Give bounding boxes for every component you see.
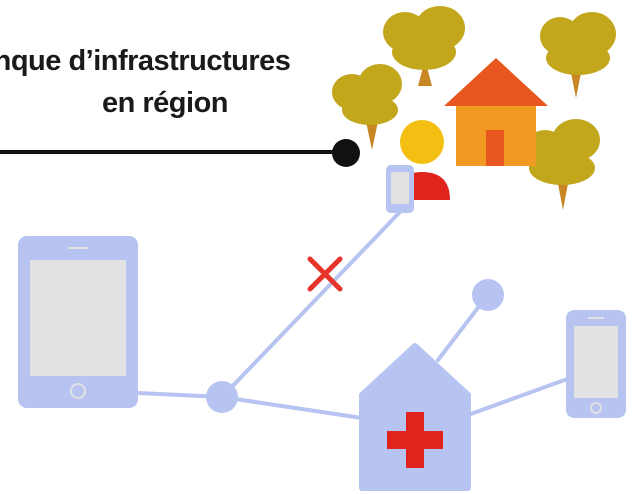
diagram-caption: nque d’infrastructures en région [0, 40, 330, 124]
tree-icon [332, 64, 402, 150]
caption-line-1: nque d’infrastructures [0, 45, 291, 77]
network-node-endpoint [472, 279, 504, 311]
tablet-icon [18, 236, 138, 408]
network-links [136, 210, 572, 420]
tree-icon [383, 6, 465, 86]
network-node-hub [206, 381, 238, 413]
phone-icon [566, 310, 626, 418]
clinic-icon [359, 343, 471, 491]
tree-icon [525, 119, 600, 210]
caption-connector [0, 139, 360, 167]
phone-icon [386, 165, 414, 213]
caption-line-2: en région [101, 87, 229, 119]
broken-link-icon [307, 256, 343, 292]
rural-house-icon [444, 58, 548, 166]
tree-icon [540, 12, 616, 98]
